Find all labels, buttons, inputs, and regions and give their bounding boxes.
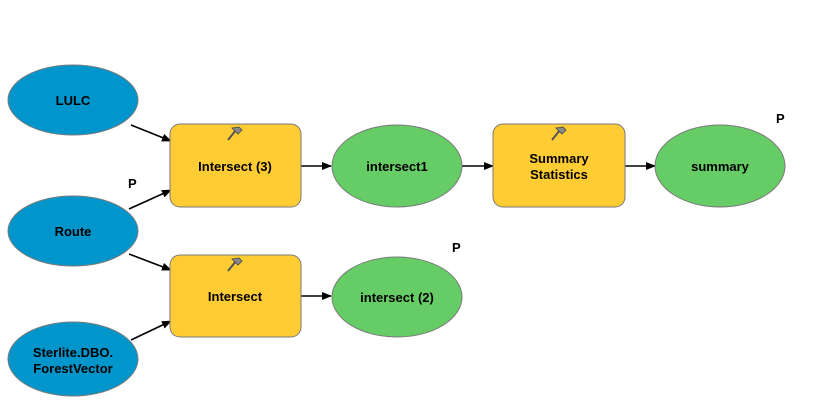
input-route[interactable]: Route [7,195,139,267]
output-intersect1[interactable]: intersect1 [331,124,463,208]
input-forest-vector-label-line1: Sterlite.DBO. [33,345,113,360]
tool-intersect3-label: Intersect (3) [198,159,272,174]
output-intersect2-label: intersect (2) [360,290,434,305]
parameter-marker-route: P [128,176,137,191]
output-intersect1-label: intersect1 [366,159,427,174]
input-route-label: Route [55,224,92,239]
input-forest-vector-shape [7,321,139,397]
hammer-icon [551,126,567,141]
connector-lulc-to-intersect3 [130,124,172,142]
output-intersect2-shape [331,256,463,338]
input-lulc-label: LULC [56,93,91,108]
connector-route-to-intersect [128,253,172,271]
output-summary[interactable]: summary [654,124,786,208]
tool-intersect3[interactable]: Intersect (3) [169,123,302,208]
tool-summary-statistics-label-line2: Statistics [530,167,588,182]
tool-summary-statistics-shape [492,123,626,208]
input-forest-vector[interactable]: Sterlite.DBO. ForestVector [7,321,139,397]
input-lulc[interactable]: LULC [7,64,139,136]
connector-forest-to-intersect [130,320,172,341]
input-forest-vector-label-line2: ForestVector [33,361,112,376]
input-route-shape [7,195,139,267]
tool-summary-statistics[interactable]: Summary Statistics [492,123,626,208]
output-intersect2[interactable]: intersect (2) [331,256,463,338]
parameter-marker-summary: P [776,111,785,126]
hammer-icon [227,126,243,141]
tool-intersect[interactable]: Intersect [169,254,302,338]
input-lulc-shape [7,64,139,136]
parameter-marker-intersect2: P [452,240,461,255]
tool-intersect3-shape [169,123,302,208]
connector-route-to-intersect3 [128,189,172,210]
connectors [128,124,656,341]
output-intersect1-shape [331,124,463,208]
output-summary-label: summary [691,159,750,174]
hammer-icon [227,257,243,272]
tool-intersect-label: Intersect [208,289,263,304]
output-summary-shape [654,124,786,208]
tool-summary-statistics-label-line1: Summary [529,151,589,166]
tool-intersect-shape [169,254,302,338]
